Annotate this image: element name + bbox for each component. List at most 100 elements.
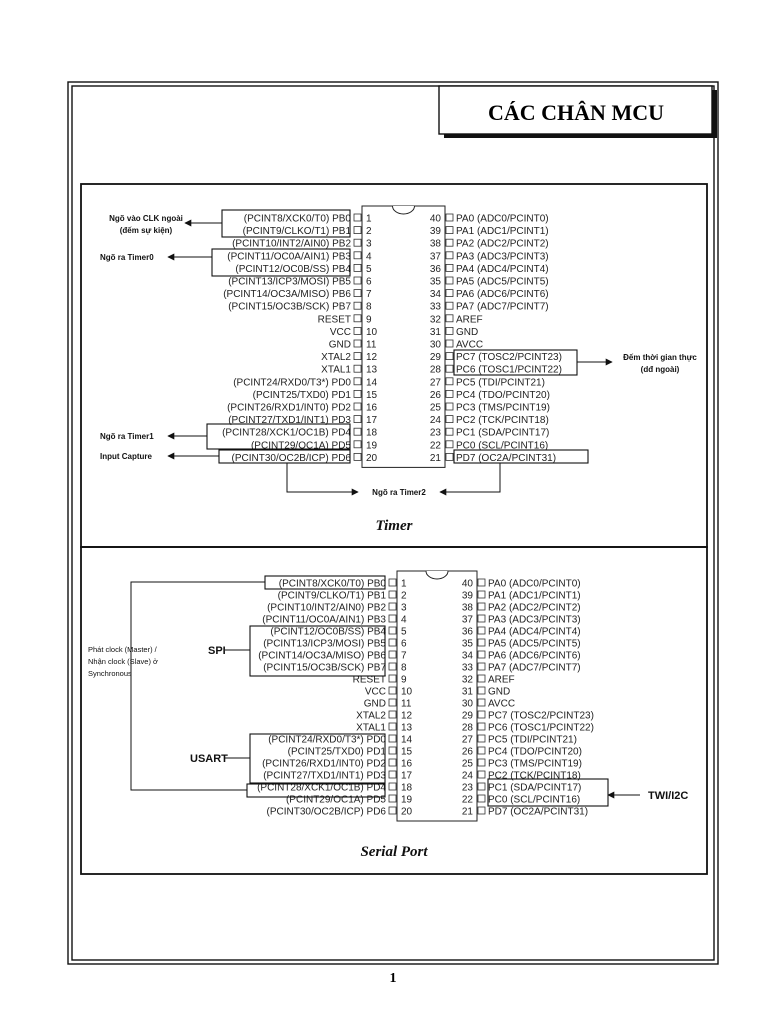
title-box (438, 85, 713, 135)
serial-pin-stub-left (388, 590, 397, 599)
timer-pin-label-right: AREF (456, 314, 483, 325)
timer-pin-number-left: 20 (366, 453, 378, 464)
timer-pin-stub-right (445, 339, 454, 348)
serial-pin-label-right: PD7 (OC2A/PCINT31) (488, 807, 588, 818)
serial-pin-number-right: 25 (462, 759, 474, 770)
arrow-timer2-left (286, 463, 359, 496)
serial-pin-label-right: PA3 (ADC3/PCINT3) (488, 615, 581, 626)
serial-pin-label-left: (PCINT28/XCK1/OC1B) PD4 (257, 783, 386, 794)
box-pb3-pb4 (211, 248, 351, 277)
timer-pin-number-left: 1 (366, 214, 372, 225)
timer-pin-stub-left (353, 452, 362, 461)
serial-pin-label-left: (PCINT25/TXD0) PD1 (288, 747, 387, 758)
timer-pin-stub-left (353, 314, 362, 323)
serial-pin-number-right: 23 (462, 783, 474, 794)
timer-pin-label-left: GND (329, 340, 351, 351)
serial-pin-label-right: PA6 (ADC6/PCINT6) (488, 651, 581, 662)
serial-pin-stub-right (477, 770, 486, 779)
serial-pin-label-right: PC1 (SDA/PCINT17) (488, 783, 581, 794)
timer-chip-body (361, 205, 446, 468)
serial-pin-label-right: PC4 (TDO/PCINT20) (488, 747, 582, 758)
serial-pin-label-left: (PCINT13/ICP3/MOSI) PB5 (263, 639, 386, 650)
serial-pin-label-left: RESET (353, 675, 386, 686)
serial-pin-stub-right (477, 578, 486, 587)
serial-pin-label-right: AVCC (488, 699, 515, 710)
serial-pin-number-right: 35 (462, 639, 474, 650)
timer-pin-number-right: 28 (430, 365, 442, 376)
timer-pin-stub-right (445, 314, 454, 323)
serial-pin-label-right: PC7 (TOSC2/PCINT23) (488, 711, 594, 722)
timer-pin-label-right: GND (456, 327, 478, 338)
serial-pin-label-right: PA2 (ADC2/PCINT2) (488, 603, 581, 614)
timer-pin-label-left: (PCINT12/OC0B/SS) PB4 (235, 264, 351, 275)
timer-pin-stub-right (445, 301, 454, 310)
serial-pin-number-left: 19 (401, 795, 413, 806)
timer-pin-stub-right (445, 263, 454, 272)
timer-pin-number-left: 11 (366, 340, 377, 351)
serial-pin-number-right: 39 (462, 591, 474, 602)
serial-pin-stub-left (388, 626, 397, 635)
timer-pin-stub-right (445, 213, 454, 222)
serial-pin-number-left: 20 (401, 807, 413, 818)
timer-pin-number-left: 4 (366, 251, 372, 262)
serial-pin-number-left: 3 (401, 603, 407, 614)
serial-pin-stub-left (388, 650, 397, 659)
serial-pin-stub-right (477, 806, 486, 815)
serial-pin-stub-left (388, 674, 397, 683)
timer-pin-label-left: (PCINT15/OC3B/SCK) PB7 (228, 302, 351, 313)
serial-pin-stub-right (477, 650, 486, 659)
timer-pin-number-right: 26 (430, 390, 442, 401)
timer-pin-label-right: PA7 (ADC7/PCINT7) (456, 302, 549, 313)
serial-pin-stub-right (477, 614, 486, 623)
timer-pin-label-left: (PCINT9/CLKO/T1) PB1 (243, 226, 352, 237)
timer-pin-label-left: (PCINT29/OC1A) PD5 (251, 440, 351, 451)
wire-xck (130, 581, 265, 791)
timer-pin-label-right: PA4 (ADC4/PCINT4) (456, 264, 549, 275)
serial-pin-number-right: 29 (462, 711, 474, 722)
serial-pin-number-right: 40 (462, 579, 474, 590)
timer-pin-label-left: XTAL1 (321, 365, 351, 376)
serial-pin-label-left: XTAL1 (356, 723, 386, 734)
timer-pin-label-right: PA5 (ADC5/PCINT5) (456, 277, 549, 288)
serial-pin-stub-left (388, 614, 397, 623)
serial-chip-notch (425, 570, 449, 580)
serial-pin-stub-right (477, 602, 486, 611)
serial-pin-stub-right (477, 722, 486, 731)
timer-pin-number-right: 31 (430, 327, 442, 338)
timer-pin-label-left: (PCINT26/RXD1/INT0) PD2 (227, 403, 351, 414)
label-spi: SPI (208, 645, 226, 657)
serial-pin-number-left: 18 (401, 783, 413, 794)
timer-pin-stub-right (445, 415, 454, 424)
timer-pin-number-left: 3 (366, 239, 372, 250)
serial-pin-number-left: 9 (401, 675, 407, 686)
timer-pin-stub-right (445, 440, 454, 449)
timer-chip-notch (392, 205, 415, 215)
timer-pin-number-left: 10 (366, 327, 378, 338)
serial-pin-number-right: 33 (462, 663, 474, 674)
timer-pin-stub-left (353, 226, 362, 235)
serial-pin-stub-right (477, 638, 486, 647)
timer-pin-stub-left (353, 276, 362, 285)
serial-pin-label-right: GND (488, 687, 510, 698)
serial-pin-label-right: PC2 (TCK/PCINT18) (488, 771, 581, 782)
serial-pin-number-right: 27 (462, 735, 474, 746)
label-timer1: Ngõ ra Timer1 (100, 432, 154, 441)
serial-pin-label-right: PC3 (TMS/PCINT19) (488, 759, 582, 770)
serial-pin-label-left: (PCINT26/RXD1/INT0) PD2 (262, 759, 386, 770)
timer-pin-number-left: 2 (366, 226, 372, 237)
timer-pin-stub-left (353, 326, 362, 335)
serial-pin-number-left: 13 (401, 723, 413, 734)
timer-pin-label-right: PC2 (TCK/PCINT18) (456, 415, 549, 426)
serial-pin-number-left: 6 (401, 639, 407, 650)
timer-pin-stub-left (353, 377, 362, 386)
timer-pin-label-left: (PCINT30/OC2B/ICP) PD6 (232, 453, 352, 464)
serial-pin-label-left: (PCINT29/OC1A) PD5 (286, 795, 386, 806)
serial-pin-stub-right (477, 782, 486, 791)
timer-pin-number-left: 14 (366, 377, 378, 388)
serial-pin-stub-left (388, 638, 397, 647)
timer-pin-stub-left (353, 415, 362, 424)
timer-pin-number-right: 35 (430, 277, 442, 288)
serial-pin-label-right: PA4 (ADC4/PCINT4) (488, 627, 581, 638)
timer-pin-number-right: 36 (430, 264, 442, 275)
serial-pin-number-left: 5 (401, 627, 407, 638)
